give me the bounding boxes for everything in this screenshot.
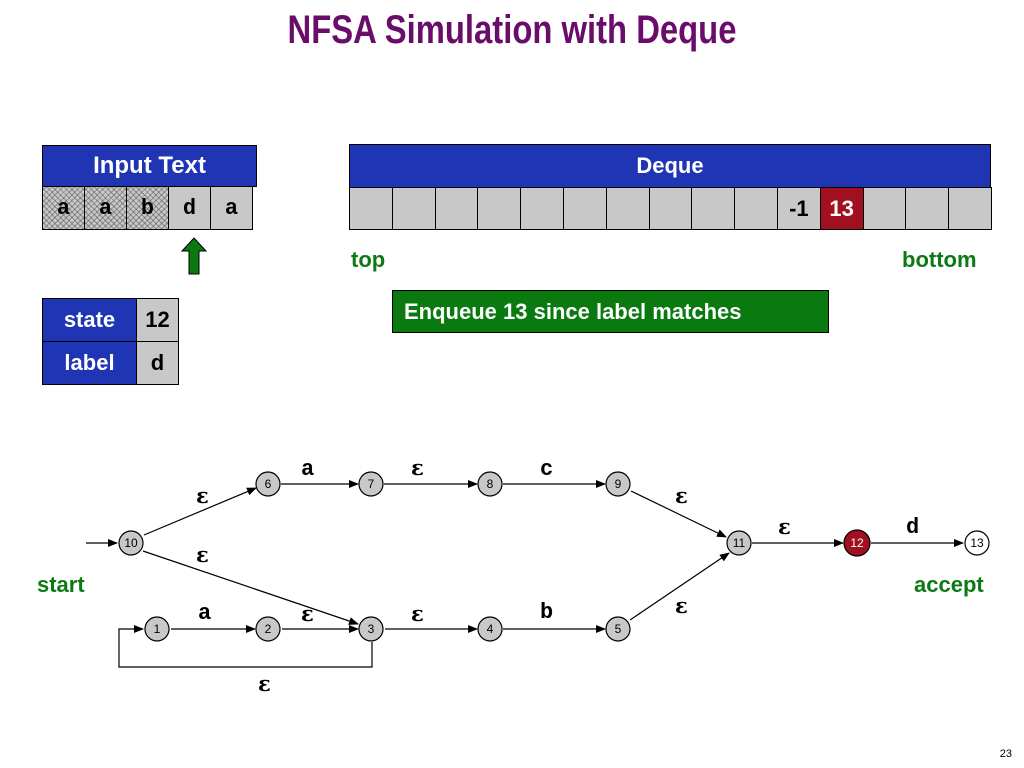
svg-text:6: 6	[265, 477, 272, 491]
state-node-9: 9	[605, 471, 631, 497]
deque-cell	[349, 187, 393, 230]
svg-text:9: 9	[615, 477, 622, 491]
input-char-cell: a	[210, 186, 253, 230]
state-value: 12	[136, 298, 179, 342]
svg-text:13: 13	[970, 536, 984, 550]
edge-label-6-7: a	[301, 457, 314, 482]
state-label-table: state 12 label d	[42, 298, 179, 385]
svg-text:11: 11	[733, 536, 746, 550]
deque-cell	[434, 187, 479, 230]
svg-text:5: 5	[615, 622, 622, 636]
edge-label-1-2: a	[198, 601, 211, 626]
svg-text:2: 2	[265, 622, 272, 636]
state-node-1: 1	[144, 616, 170, 642]
edge-3-1	[118, 625, 373, 668]
input-char-cell: a	[84, 186, 127, 230]
edge-label-8-9: c	[540, 457, 553, 482]
deque-cell	[948, 187, 992, 230]
state-node-3: 3	[358, 616, 384, 642]
state-node-6: 6	[255, 471, 281, 497]
svg-text:1: 1	[154, 622, 161, 636]
edge-label-9-11: ε	[675, 483, 688, 508]
status-message: Enqueue 13 since label matches	[392, 290, 829, 333]
state-node-8: 8	[477, 471, 503, 497]
deque-cell: 13	[819, 187, 864, 230]
state-row: state 12	[42, 298, 179, 342]
svg-text:4: 4	[487, 622, 494, 636]
deque-header: Deque	[349, 144, 991, 188]
deque-cell	[862, 187, 907, 230]
label-value: d	[136, 341, 179, 385]
start-label: start	[37, 572, 85, 597]
label-row: label d	[42, 341, 179, 385]
edge-10-6	[143, 487, 257, 536]
state-node-2: 2	[255, 616, 281, 642]
edge-label-3-4: ε	[411, 601, 424, 626]
deque-cell	[391, 187, 436, 230]
page-title: NFSA Simulation with Deque	[287, 8, 737, 52]
edge-label-7-8: ε	[411, 455, 424, 480]
deque-cell	[477, 187, 522, 230]
edge-label-3-1: ε	[258, 671, 271, 696]
svg-text:8: 8	[487, 477, 494, 491]
input-char-cell: b	[126, 186, 169, 230]
deque-cell	[734, 187, 778, 230]
deque-cell	[648, 187, 693, 230]
svg-text:7: 7	[368, 477, 375, 491]
edge-10-3	[142, 550, 359, 625]
input-char-cell: a	[42, 186, 85, 230]
edge-label-5-11: ε	[675, 593, 688, 618]
input-text-header: Input Text	[42, 145, 257, 187]
edge-label-2-3: ε	[301, 601, 314, 626]
svg-text:12: 12	[850, 536, 864, 550]
edge-label-10-3: ε	[196, 542, 209, 567]
svg-text:10: 10	[124, 536, 138, 550]
edge-label-4-5: b	[540, 600, 553, 625]
edge-label-10-6: ε	[196, 483, 209, 508]
edge-label-12-13: d	[906, 515, 919, 540]
state-node-12-current: 12	[843, 529, 871, 557]
state-key: state	[42, 298, 137, 342]
deque-cell: -1	[776, 187, 821, 230]
deque-bottom-label: bottom	[902, 247, 977, 272]
deque-cell	[562, 187, 607, 230]
state-node-5: 5	[605, 616, 631, 642]
edge-9-11	[630, 490, 727, 538]
edge-5-11	[629, 552, 730, 621]
state-node-4: 4	[477, 616, 503, 642]
deque-cell	[520, 187, 564, 230]
state-node-11: 11	[726, 530, 752, 556]
label-key: label	[42, 341, 137, 385]
accept-label: accept	[914, 572, 984, 597]
state-node-13-accept: 13	[964, 530, 990, 556]
input-pointer-arrow-icon	[180, 237, 208, 275]
edge-label-11-12: ε	[778, 514, 791, 539]
deque-cell	[691, 187, 736, 230]
state-node-7: 7	[358, 471, 384, 497]
page-number: 23	[999, 748, 1012, 760]
deque-top-label: top	[351, 247, 386, 272]
svg-text:3: 3	[368, 622, 375, 636]
state-node-10: 10	[118, 530, 144, 556]
